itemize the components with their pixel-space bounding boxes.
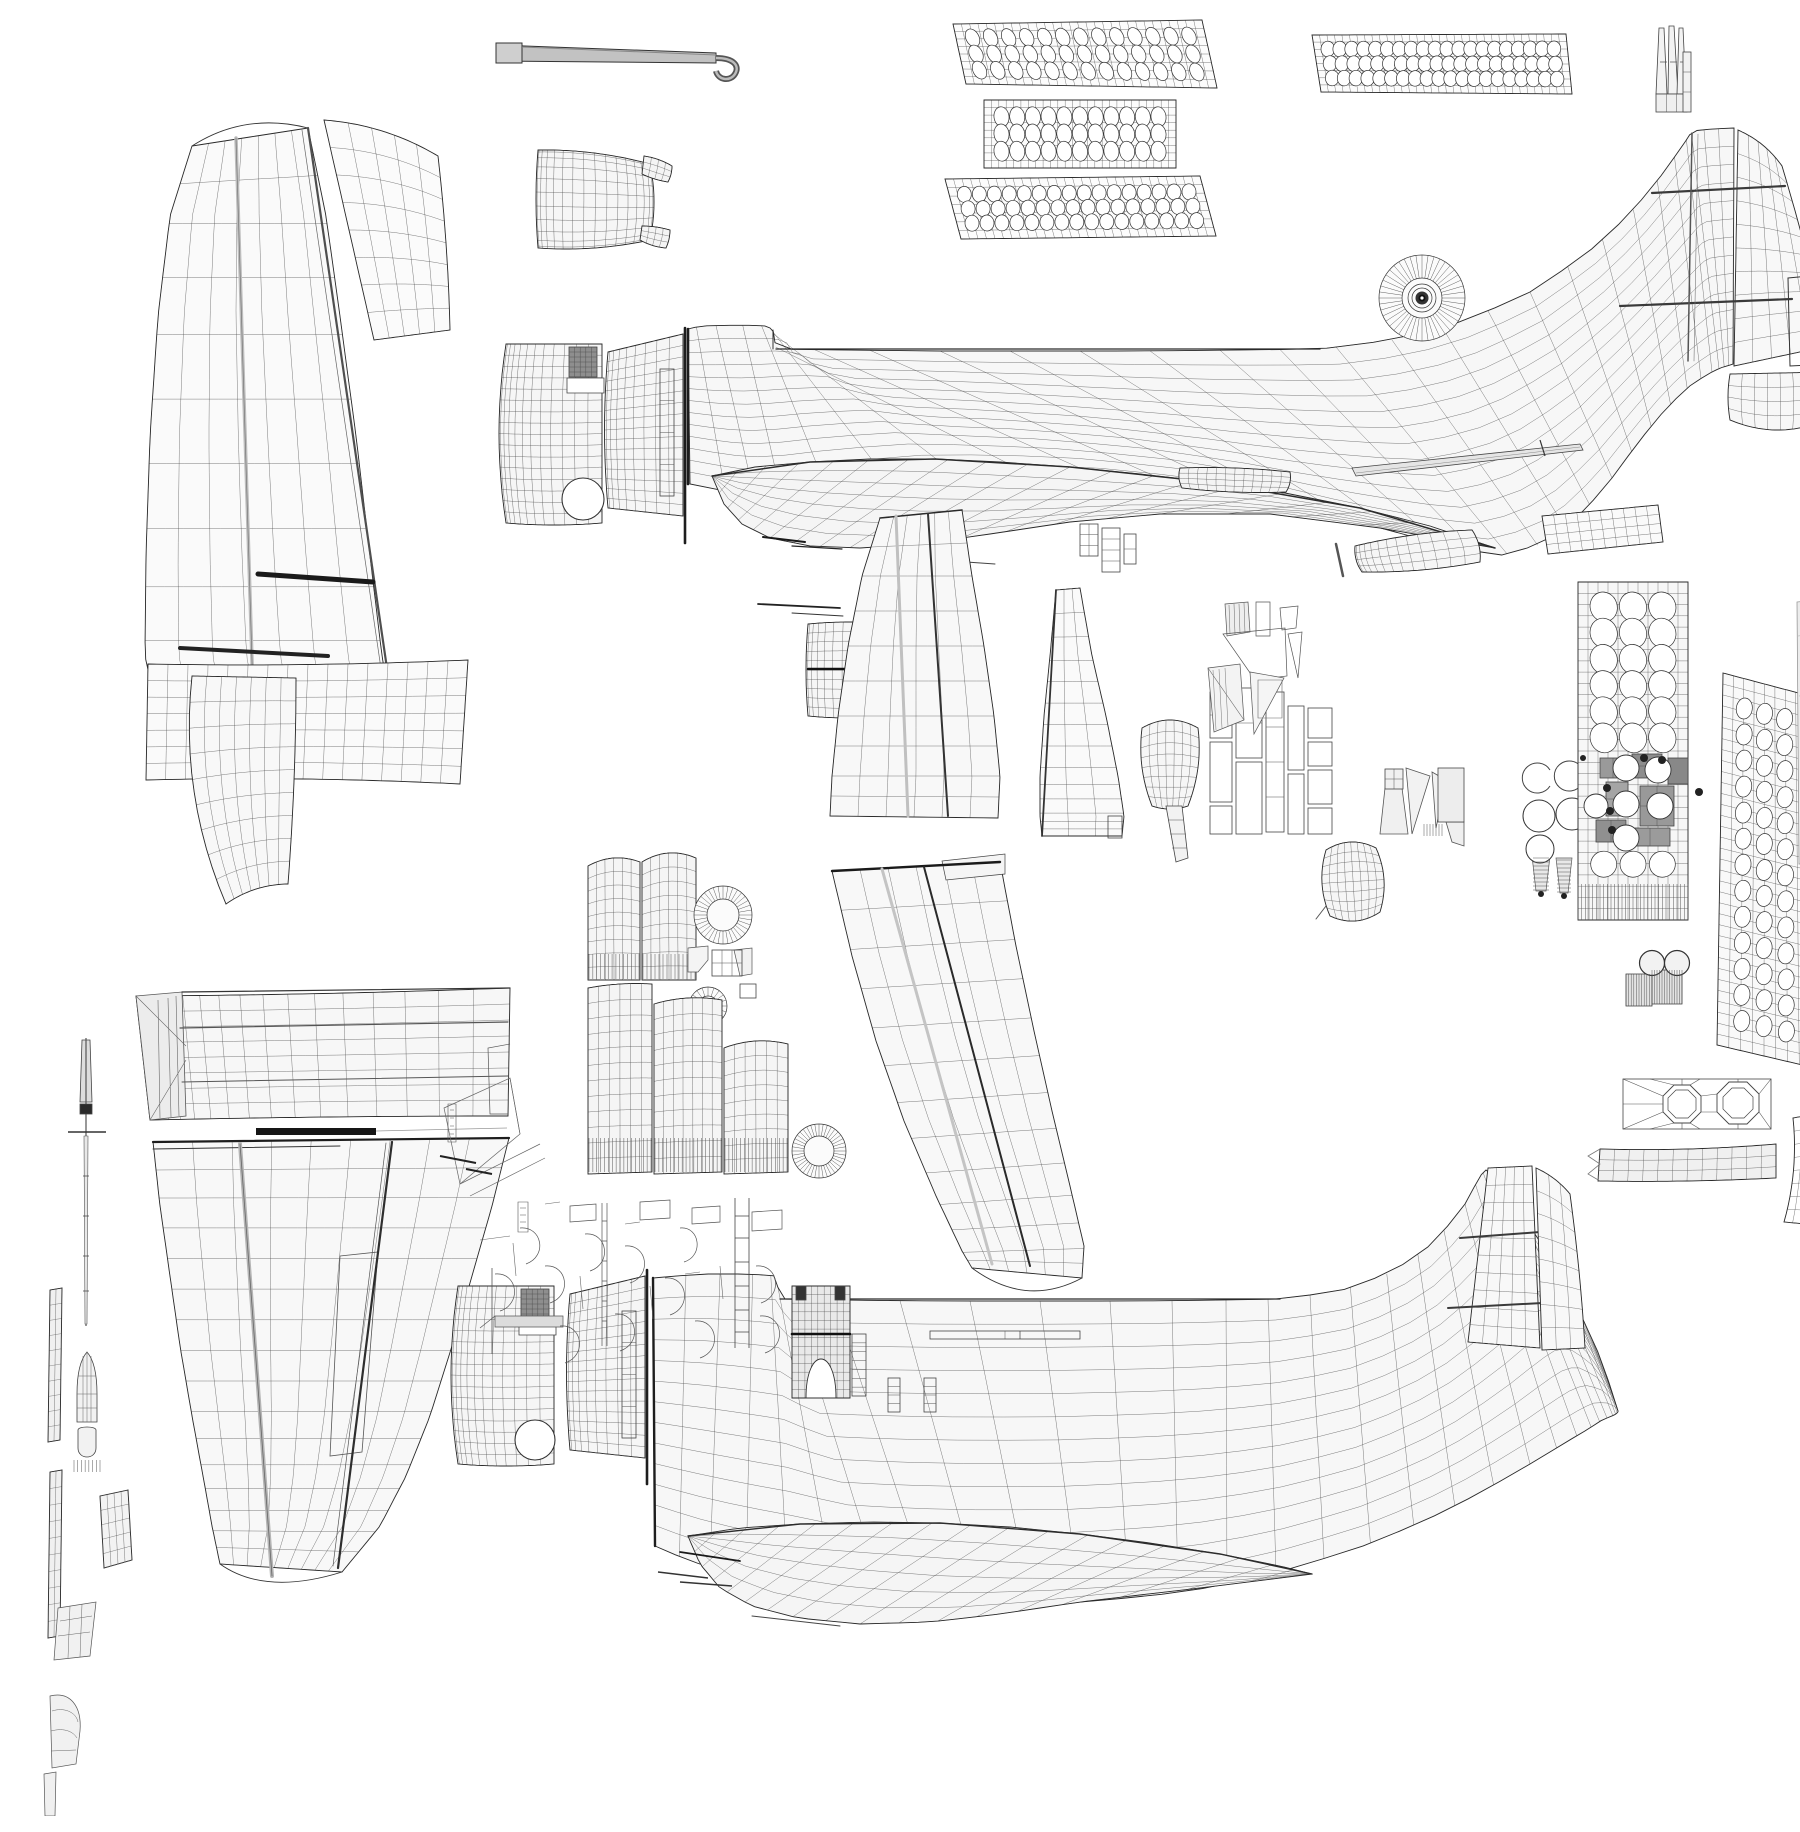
wing-fillet-teardrop-lower (679, 1521, 1313, 1627)
funnel-cluster (1379, 767, 1465, 847)
propeller-hub-disc (1378, 254, 1466, 342)
stabilizer-panel-upper (829, 509, 1001, 819)
uv-wireframe-sheet: aircraft-wireframe-uv-sheet (40, 16, 1800, 1816)
canopy-section-upper-a (587, 857, 641, 981)
rudder-left (323, 119, 451, 341)
tail-strut-rod (1351, 439, 1584, 477)
paddle-piece (1140, 719, 1200, 863)
left-thin-strip-1 (47, 1287, 63, 1443)
canopy-lower-panel-2 (653, 997, 723, 1175)
lower-fuselage-side (651, 1169, 1619, 1604)
bullet-cone (73, 1351, 101, 1472)
canopy-lower-panel-1 (587, 983, 653, 1175)
aft-cowl-panel-a2 (450, 1285, 557, 1467)
fin-root-boot (188, 675, 297, 905)
flat-pattern-sketch-outlines (479, 1198, 783, 1364)
bottom-left-bits (43, 1601, 97, 1816)
canopy-section-upper-b (641, 852, 697, 981)
gray-sliver-strip (1796, 601, 1800, 865)
flag-pieces (1207, 663, 1285, 736)
small-parts-cluster (687, 945, 757, 999)
drop-tank-capsule (1334, 529, 1481, 578)
pitot-probe (68, 1038, 106, 1326)
aft-cowl-panel-b2 (566, 1268, 649, 1486)
bowtie-lattice-strip (1783, 1116, 1800, 1224)
wheel-ring (791, 1123, 847, 1179)
left-trapezoid (99, 1489, 133, 1569)
wireframe-canvas (43, 19, 1800, 1816)
mesh-blob (1315, 841, 1385, 922)
dive-brake-panel-1 (952, 19, 1218, 89)
forward-cowl-panel-a (498, 343, 605, 526)
slant-grid-band (1541, 504, 1664, 555)
wing-gap-sliver (256, 1127, 508, 1135)
blade-strips-part (1655, 25, 1692, 113)
angular-parts-cluster (1222, 601, 1303, 681)
wing-root-rib-sketch (439, 1077, 546, 1197)
arch-former-piece (790, 1285, 852, 1399)
donut-ring-large (693, 885, 753, 945)
wing-main-panel (151, 1136, 511, 1583)
dive-brake-panel-4 (1311, 33, 1573, 95)
stabilizer-panel-middle (830, 853, 1085, 1292)
slanted-perforated-strip (1716, 672, 1800, 1065)
two-circles-blocks (1625, 949, 1691, 1007)
upper-tail-cone (1727, 372, 1800, 431)
big-holes-panel (1577, 581, 1703, 921)
engine-cowling-front (535, 149, 655, 250)
octagon-fitting-plate (1622, 1078, 1772, 1130)
wing-center-band (135, 987, 511, 1121)
upper-tail-rudder (1618, 129, 1800, 367)
forward-cowl-panel-b (604, 326, 687, 545)
rib-ladder-piece (1039, 587, 1125, 839)
arrestor-hook-rod (495, 42, 740, 82)
wavy-band (1587, 1143, 1777, 1182)
dive-brake-panel-3 (944, 175, 1217, 240)
misc-strips-bottom (851, 1330, 1081, 1413)
cowling-corner-cap-top (641, 155, 673, 183)
dive-brake-panel-2 (983, 99, 1177, 169)
lower-tail-rudder (1535, 1167, 1586, 1351)
small-capsule (1178, 467, 1291, 493)
bottom-slivers (657, 1571, 733, 1587)
canopy-lower-panel-3 (723, 1040, 789, 1175)
tiny-rects-cluster (1079, 523, 1137, 573)
cowling-corner-cap-bottom (639, 225, 671, 249)
